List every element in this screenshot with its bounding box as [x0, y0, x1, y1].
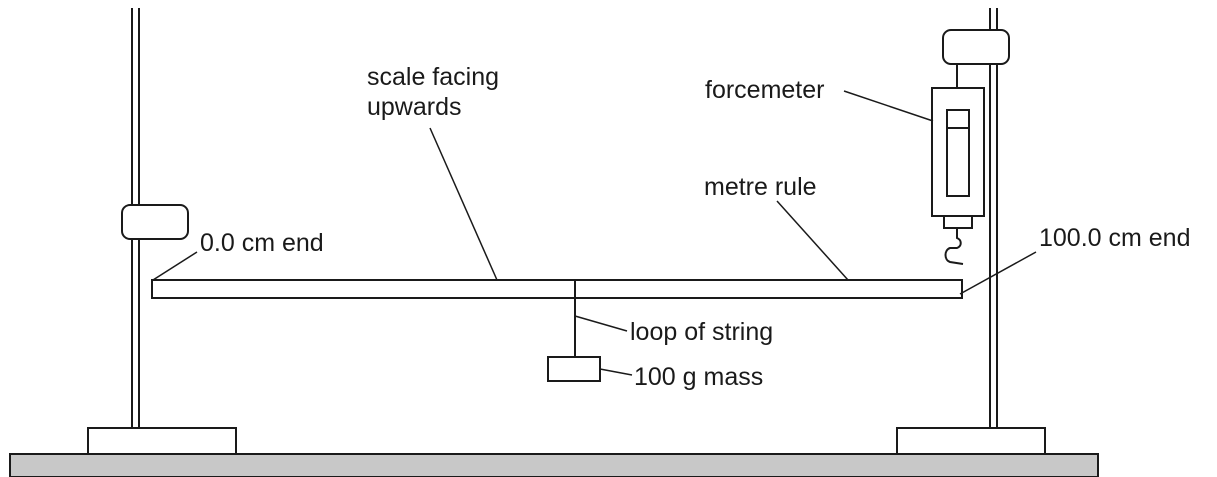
right-stand-rod — [989, 8, 998, 428]
label-loop-of-string: loop of string — [630, 318, 773, 346]
left-clamp — [121, 204, 189, 240]
label-mass: 100 g mass — [634, 363, 763, 391]
leader-hundred-end — [959, 251, 1037, 295]
leader-metre-rule — [776, 200, 849, 281]
label-forcemeter: forcemeter — [705, 76, 824, 104]
leader-mass — [599, 368, 633, 376]
leader-scale-facing — [429, 127, 498, 281]
bench — [9, 453, 1099, 477]
leader-zero-end — [152, 251, 198, 281]
leader-loop-of-string — [574, 315, 628, 332]
label-scale-facing: scale facing — [367, 63, 499, 91]
label-hundred-end: 100.0 cm end — [1039, 224, 1191, 252]
leader-forcemeter — [843, 90, 934, 122]
label-upwards: upwards — [367, 93, 462, 121]
right-clamp — [942, 29, 1010, 65]
label-zero-end: 0.0 cm end — [200, 229, 324, 257]
forcemeter — [931, 64, 985, 265]
right-stand-base — [896, 427, 1046, 455]
mass-block — [547, 356, 601, 382]
left-stand-base — [87, 427, 237, 455]
metre-rule — [151, 279, 963, 299]
label-metre-rule: metre rule — [704, 173, 817, 201]
